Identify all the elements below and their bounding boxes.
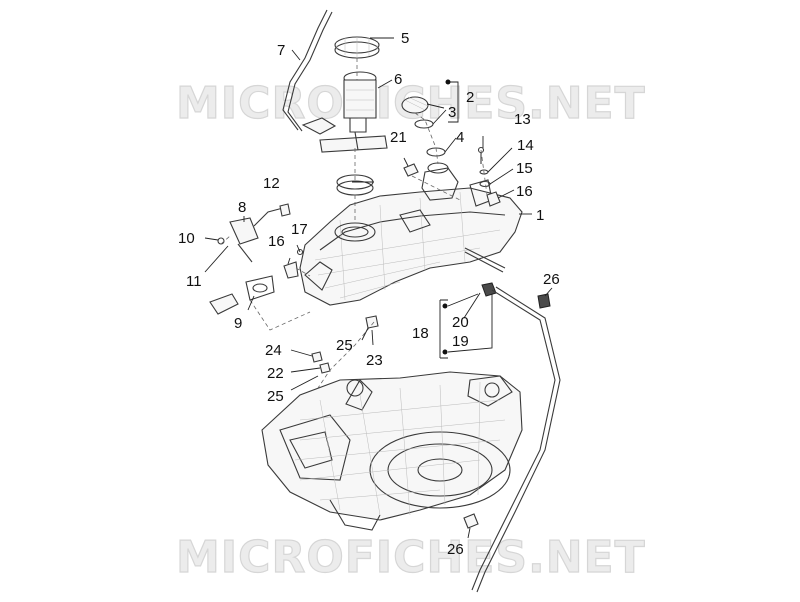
callout-26-top: 26 [543, 271, 560, 288]
callout-20: 20 [452, 314, 469, 331]
watermark-bottom: MICROFICHES.NET [176, 532, 646, 583]
callout-6: 6 [394, 71, 402, 88]
callout-11: 11 [186, 273, 202, 290]
callout-26-bottom: 26 [447, 541, 464, 558]
callout-10: 10 [178, 230, 195, 247]
callout-23: 23 [366, 352, 383, 369]
callout-labels: 5 6 7 2 3 4 21 12 1 13 14 15 16 8 10 11 … [178, 30, 560, 558]
callout-24: 24 [265, 342, 282, 359]
callout-19: 19 [452, 333, 469, 350]
fuel-level-sensor-group [209, 203, 304, 315]
small-fittings [311, 315, 379, 374]
callout-16-left: 16 [268, 233, 285, 250]
callout-13: 13 [514, 111, 531, 128]
leader-lines [204, 37, 553, 539]
callout-22: 22 [267, 365, 284, 382]
clip-21 [403, 163, 419, 177]
engine-assembly [261, 371, 523, 531]
callout-18: 18 [412, 325, 429, 342]
callout-12: 12 [263, 175, 280, 192]
callout-2: 2 [466, 89, 474, 106]
fuel-tank [299, 162, 523, 306]
callout-17: 17 [291, 221, 308, 238]
breather-hose [463, 247, 561, 593]
callout-21: 21 [390, 129, 407, 146]
callout-8: 8 [238, 199, 246, 216]
fuel-pump-assembly [282, 9, 388, 153]
callout-3: 3 [448, 104, 456, 121]
callout-5: 5 [401, 30, 409, 47]
callout-14: 14 [517, 137, 534, 154]
assembly-dashed-lines [220, 58, 488, 389]
callout-16-right: 16 [516, 183, 533, 200]
callout-15: 15 [516, 160, 533, 177]
callout-25-mid: 25 [336, 337, 353, 354]
callout-25-low: 25 [267, 388, 284, 405]
callout-9: 9 [234, 315, 242, 332]
callout-1: 1 [536, 207, 544, 224]
callout-4: 4 [456, 129, 464, 146]
callout-7: 7 [277, 42, 285, 59]
